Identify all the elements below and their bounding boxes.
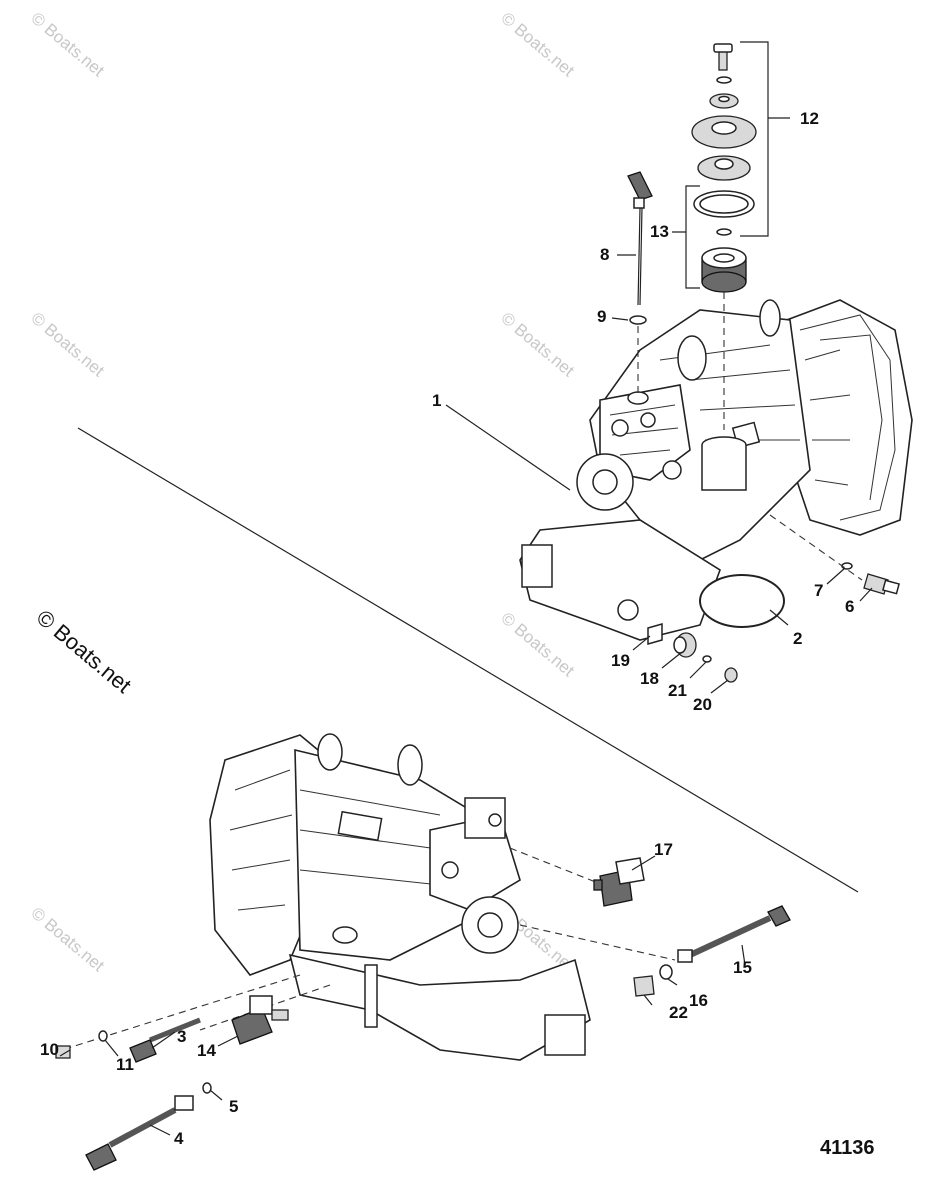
part-14-solenoid [231, 995, 289, 1045]
axis-4-5-14 [199, 984, 331, 1031]
callout-5: 5 [229, 1097, 238, 1116]
part-11-oring [98, 1030, 108, 1042]
watermark-large: © Boats.net [32, 605, 136, 698]
axis-17 [509, 847, 599, 884]
separator-line [77, 427, 859, 893]
callout-2: 2 [793, 629, 802, 648]
watermark-4: © Boats.net [497, 309, 578, 381]
part-7-oring [841, 562, 853, 570]
watermark-5: © Boats.net [497, 609, 578, 681]
callout-22: 22 [669, 1003, 688, 1022]
callout-13: 13 [650, 222, 669, 241]
bracket-13 [672, 185, 700, 289]
part-9-oring [629, 315, 647, 325]
part-10-plug [55, 1045, 71, 1059]
part-8-dipstick [627, 171, 653, 306]
watermark-6: © Boats.net [27, 904, 108, 976]
callout-9: 9 [597, 307, 606, 326]
callout-21: 21 [668, 681, 687, 700]
callout-17: 17 [654, 840, 673, 859]
transmission-lower [209, 733, 591, 1061]
axis-6-7 [769, 514, 863, 581]
part-6-sensor [863, 573, 900, 595]
bracket-12 [740, 41, 790, 237]
watermark-2: © Boats.net [497, 9, 578, 81]
part-13-bearing [701, 247, 747, 293]
part-20-plug [724, 667, 738, 683]
callout-19: 19 [611, 651, 630, 670]
callout-14: 14 [197, 1041, 216, 1060]
callout-3: 3 [177, 1027, 186, 1046]
part-3-sensor [129, 1017, 201, 1063]
callout-7: 7 [814, 581, 823, 600]
callout-10: 10 [40, 1040, 59, 1059]
part-19-washer [647, 623, 663, 645]
part-12-assembly [691, 43, 757, 236]
part-22-plug [633, 975, 655, 997]
part-18-plug [673, 632, 697, 658]
callout-16: 16 [689, 991, 708, 1010]
axis-15-16-22 [519, 924, 676, 961]
watermark-1: © Boats.net [27, 9, 108, 81]
callout-12: 12 [800, 109, 819, 128]
callout-20: 20 [693, 695, 712, 714]
callout-labels: 1 2 3 4 5 6 7 8 9 10 11 12 13 14 15 16 1… [40, 109, 875, 1159]
part-5-oring [202, 1082, 212, 1094]
callout-8: 8 [600, 245, 609, 264]
transmission-upper [519, 299, 913, 641]
part-2-oring [699, 574, 785, 628]
leader-lines [59, 254, 873, 1136]
part-17-solenoid [593, 857, 645, 907]
callout-15: 15 [733, 958, 752, 977]
callout-1: 1 [432, 391, 441, 410]
part-21-oring [702, 655, 712, 663]
part-15-harness [677, 905, 791, 963]
callout-4: 4 [174, 1129, 184, 1148]
callout-18: 18 [640, 669, 659, 688]
part-16-washer [659, 964, 673, 980]
figure-number: 41136 [820, 1137, 875, 1159]
callout-11: 11 [116, 1055, 134, 1074]
callout-6: 6 [845, 597, 854, 616]
watermark-3: © Boats.net [27, 309, 108, 381]
part-4-harness [85, 1095, 194, 1171]
